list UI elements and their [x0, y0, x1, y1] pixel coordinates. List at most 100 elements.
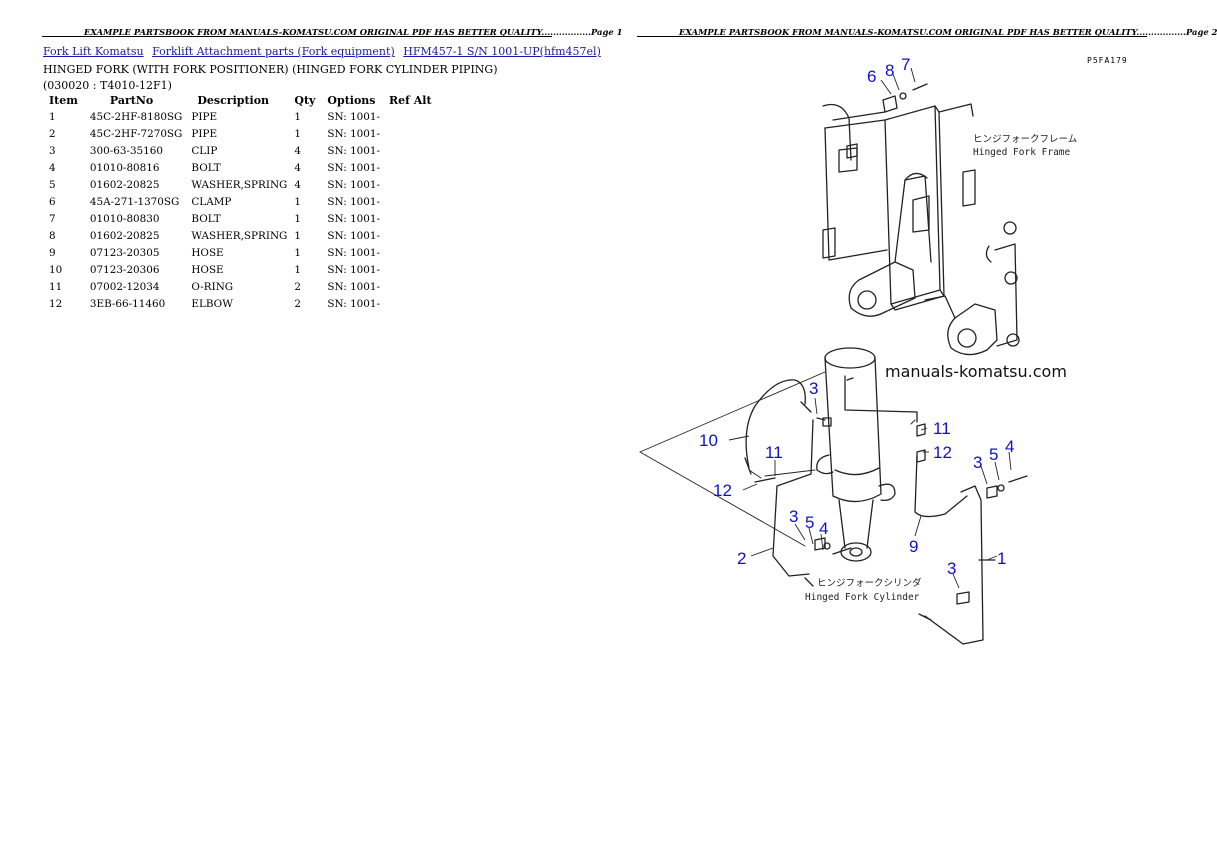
cell-description: CLAMP	[191, 195, 232, 208]
cell-item: 4	[49, 161, 56, 174]
cell-options: SN: 1001-	[327, 127, 381, 140]
cell-options: SN: 1001-	[327, 144, 381, 157]
figure-code: P5FA179	[1087, 56, 1128, 65]
cell-ref-alt	[383, 278, 438, 295]
cell-partno: 01010-80830	[89, 212, 160, 225]
exploded-parts-diagram: 6 8 7 3 11 10 11 12 12 3 5 4 3 5 4 2 9 3…	[639, 55, 1077, 645]
cell-ref-alt	[383, 261, 438, 278]
callout-3: 3	[947, 559, 956, 578]
cell-partno: 07002-12034	[89, 280, 160, 293]
cell-ref-alt	[383, 295, 438, 312]
breadcrumb-link-model[interactable]: HFM457-1 S/N 1001-UP(hfm457el)	[403, 45, 601, 58]
column-header-options: Options	[327, 93, 376, 107]
page-1: EXAMPLE PARTSBOOK FROM MANUALS-KOMATSU.C…	[0, 0, 622, 842]
cell-description: BOLT	[191, 212, 221, 225]
cell-options: SN: 1001-	[327, 263, 381, 276]
watermark: manuals-komatsu.com	[885, 362, 1067, 381]
cell-partno: 45C-2HF-7270SG	[89, 127, 183, 140]
pipe-1	[924, 485, 984, 645]
cell-partno: 07123-20306	[89, 263, 160, 276]
callout-6: 6	[867, 67, 876, 86]
cylinder-label-en: Hinged Fork Cylinder	[805, 592, 920, 603]
cell-description: ELBOW	[191, 297, 233, 310]
cell-item: 9	[49, 246, 56, 259]
cell-item: 12	[49, 297, 63, 310]
cell-qty: 1	[294, 212, 301, 225]
cell-ref-alt	[383, 244, 438, 261]
cell-options: SN: 1001-	[327, 178, 381, 191]
cell-ref-alt	[383, 176, 438, 193]
cylinder-label-jp: ヒンジフォークシリンダ	[817, 577, 922, 589]
breadcrumb: Fork Lift Komatsu Forklift Attachment pa…	[43, 45, 606, 58]
cell-partno: 01010-80816	[89, 161, 160, 174]
frame-label-jp: ヒンジフォークフレーム	[973, 134, 1077, 145]
cell-options: SN: 1001-	[327, 280, 381, 293]
cell-ref-alt	[383, 227, 438, 244]
callout-3: 3	[789, 507, 798, 526]
cell-options: SN: 1001-	[327, 297, 381, 310]
cell-ref-alt	[383, 142, 438, 159]
cell-item: 1	[49, 110, 56, 123]
callout-11: 11	[933, 419, 951, 438]
callout-1: 1	[997, 549, 1006, 568]
callout-4: 4	[819, 519, 828, 538]
cell-qty: 1	[294, 195, 301, 208]
section-title: HINGED FORK (WITH FORK POSITIONER) (HING…	[43, 63, 498, 92]
cell-partno: 01602-20825	[89, 178, 160, 191]
cell-item: 2	[49, 127, 56, 140]
column-header-description: Description	[197, 93, 270, 107]
breadcrumb-link-group[interactable]: Forklift Attachment parts (Fork equipmen…	[152, 45, 395, 58]
cell-item: 7	[49, 212, 56, 225]
column-header-partno: PartNo	[109, 93, 154, 107]
cell-description: PIPE	[191, 110, 218, 123]
table-header-row: Item PartNo Description Qty Options Ref …	[43, 92, 438, 108]
cell-partno: 300-63-35160	[89, 144, 164, 157]
cell-description: HOSE	[191, 246, 224, 259]
cell-qty: 1	[294, 229, 301, 242]
cell-item: 3	[49, 144, 56, 157]
callout-3: 3	[973, 453, 982, 472]
cell-qty: 1	[294, 246, 301, 259]
breadcrumb-link-category[interactable]: Fork Lift Komatsu	[43, 45, 144, 58]
cell-options: SN: 1001-	[327, 212, 381, 225]
cell-description: BOLT	[191, 161, 221, 174]
table-row: 7 01010-80830 BOLT 1 SN: 1001-	[43, 210, 438, 227]
cell-options: SN: 1001-	[327, 110, 381, 123]
callout-8: 8	[885, 61, 894, 80]
cell-ref-alt	[383, 210, 438, 227]
cell-partno: 07123-20305	[89, 246, 160, 259]
cell-description: O-RING	[191, 280, 234, 293]
callout-12: 12	[933, 443, 952, 462]
callout-5: 5	[805, 513, 814, 532]
cell-description: WASHER,SPRING	[191, 229, 288, 242]
cell-description: HOSE	[191, 263, 224, 276]
callout-4: 4	[1005, 437, 1014, 456]
cell-item: 10	[49, 263, 63, 276]
hose-10	[745, 379, 806, 469]
cell-options: SN: 1001-	[327, 246, 381, 259]
callout-12: 12	[713, 481, 732, 500]
cell-item: 11	[49, 280, 63, 293]
pipe-2	[772, 419, 814, 577]
cell-qty: 4	[294, 144, 301, 157]
callout-10: 10	[699, 431, 718, 450]
cell-partno: 3EB-66-11460	[89, 297, 166, 310]
page-2: EXAMPLE PARTSBOOK FROM MANUALS-KOMATSU.C…	[595, 0, 1217, 842]
cell-ref-alt	[383, 108, 438, 125]
callout-3: 3	[809, 379, 818, 398]
cell-item: 6	[49, 195, 56, 208]
header-divider	[637, 36, 1147, 37]
cell-options: SN: 1001-	[327, 161, 381, 174]
frame-arm-right	[947, 303, 998, 356]
cell-description: WASHER,SPRING	[191, 178, 288, 191]
cell-ref-alt	[383, 159, 438, 176]
callout-5: 5	[989, 445, 998, 464]
